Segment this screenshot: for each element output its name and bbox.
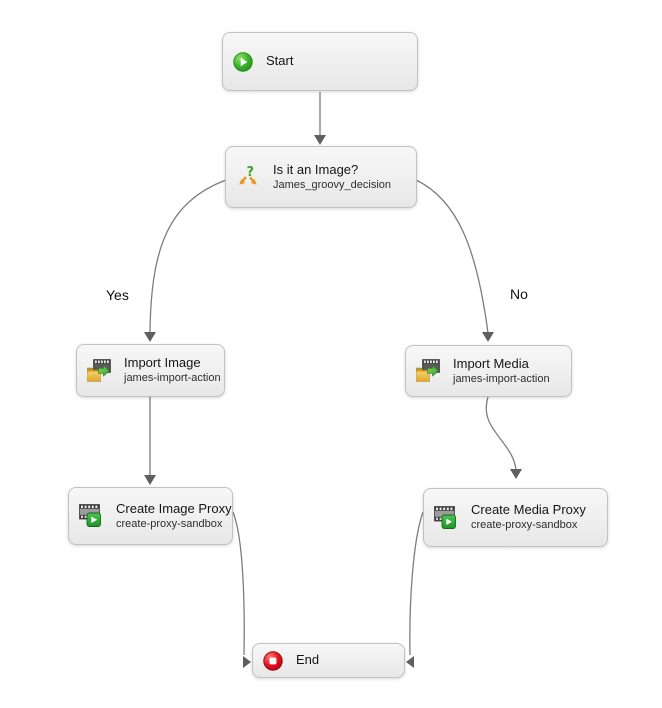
create-proxy-icon	[79, 504, 103, 528]
node-import-image[interactable]: Import Image james-import-action	[76, 344, 225, 397]
edge-decision-import-image	[149, 179, 227, 334]
node-subtitle: james-import-action	[453, 372, 550, 385]
node-title: End	[296, 652, 320, 668]
node-create-image-proxy[interactable]: Create Image Proxy create-proxy-sandbox	[68, 487, 233, 545]
arrowhead-into-create-image-proxy	[144, 475, 156, 485]
arrowhead-into-create-media-proxy	[510, 469, 522, 479]
node-subtitle: james-import-action	[124, 372, 221, 385]
edge-label-no: No	[510, 286, 528, 302]
decision-branch-icon: ?	[236, 165, 260, 189]
edge-decision-import-media	[415, 179, 489, 334]
node-title: Is it an Image?	[273, 161, 359, 177]
node-import-media[interactable]: Import Media james-import-action	[405, 345, 572, 397]
node-title: Start	[266, 53, 294, 69]
node-title: Import Media	[453, 355, 529, 371]
arrowhead-into-decision	[314, 135, 326, 145]
import-media-icon	[416, 359, 440, 383]
arrowhead-into-end-left	[243, 656, 251, 668]
node-decision[interactable]: ? Is it an Image? James_groovy_decision	[225, 146, 417, 208]
create-proxy-icon	[434, 505, 458, 530]
start-play-icon	[233, 51, 253, 72]
node-end[interactable]: End	[252, 643, 405, 678]
edge-label-yes: Yes	[106, 287, 129, 303]
node-title: Create Image Proxy	[116, 500, 232, 516]
edge-create-image-proxy-end	[232, 511, 245, 656]
node-title: Create Media Proxy	[471, 502, 586, 517]
node-subtitle: James_groovy_decision	[273, 178, 392, 191]
node-subtitle: create-proxy-sandbox	[471, 519, 578, 532]
edge-create-media-proxy-end	[409, 511, 424, 656]
node-subtitle: create-proxy-sandbox	[116, 517, 223, 530]
node-title: Import Image	[124, 355, 201, 370]
import-media-icon	[87, 358, 111, 383]
edge-import-media-create-media-proxy	[485, 396, 517, 471]
node-create-media-proxy[interactable]: Create Media Proxy create-proxy-sandbox	[423, 488, 608, 547]
arrowhead-into-import-image	[144, 332, 156, 342]
arrowhead-into-import-media	[482, 332, 494, 342]
end-stop-icon	[263, 650, 283, 671]
node-start[interactable]: Start	[222, 32, 418, 91]
svg-text:?: ?	[247, 165, 255, 180]
arrowhead-into-end-right	[406, 656, 414, 668]
